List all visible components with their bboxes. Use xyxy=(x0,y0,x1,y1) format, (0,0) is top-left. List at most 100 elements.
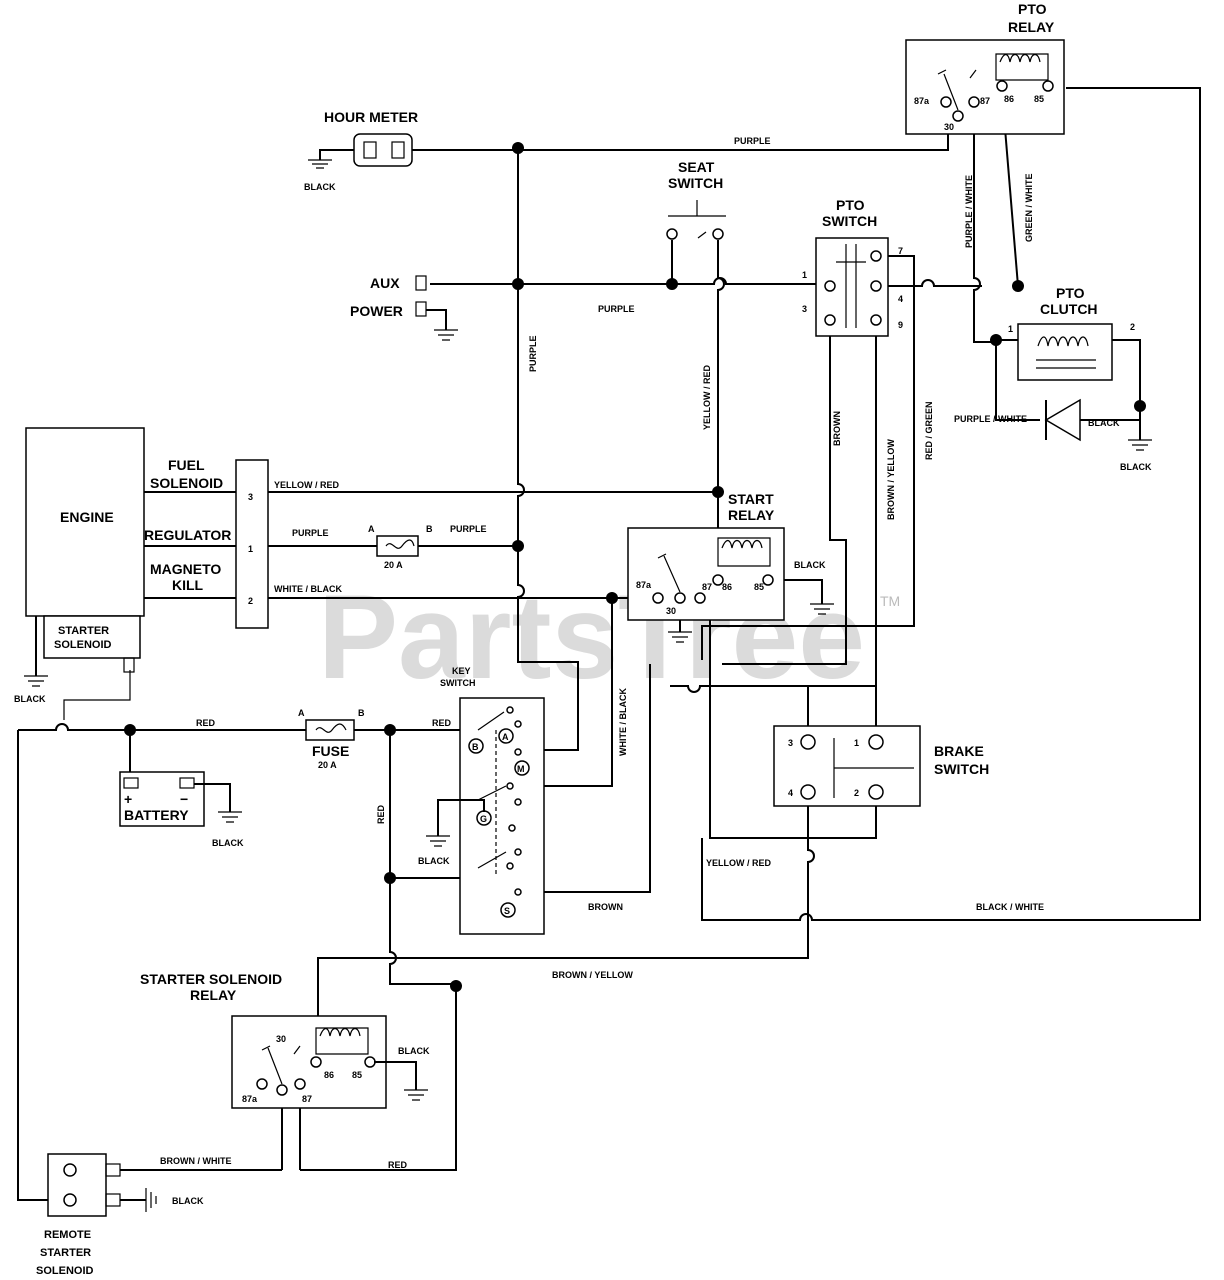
relay-pin-label: 85 xyxy=(754,582,764,592)
wire-label-purple-white: PURPLE / WHITE xyxy=(954,414,1027,424)
pto-switch-pin-label: 3 xyxy=(802,304,807,314)
ground-icon xyxy=(668,631,692,643)
ground-icon xyxy=(426,835,450,847)
pto-switch-label-2: SWITCH xyxy=(822,213,877,229)
fuel-solenoid-label-2: SOLENOID xyxy=(150,475,223,491)
relay-pin-label: 85 xyxy=(1034,94,1044,104)
fuse-terminal-label: B xyxy=(426,524,433,534)
relay-pin-label: 87a xyxy=(914,96,930,106)
brake-switch-label-1: BRAKE xyxy=(934,743,984,759)
pto-switch-pin-label: 4 xyxy=(898,294,903,304)
start-relay-body xyxy=(627,527,785,621)
start-relay-label-1: START xyxy=(728,491,774,507)
pto-switch-pin xyxy=(870,250,882,262)
magneto-kill-label-2: KILL xyxy=(172,577,204,593)
pto-clutch-label-1: PTO xyxy=(1056,285,1085,301)
fuse-terminal-label: A xyxy=(368,524,375,534)
seat-switch-contact xyxy=(666,228,678,240)
pto-clutch-label-2: CLUTCH xyxy=(1040,301,1098,317)
starter-solenoid-relay-label-1: STARTER SOLENOID xyxy=(140,971,282,987)
coil-icon xyxy=(999,53,1041,63)
fuse-terminal-label: B xyxy=(358,708,365,718)
pto-switch-pin xyxy=(824,280,836,292)
relay-pin xyxy=(310,1056,322,1068)
junction-dot xyxy=(606,592,618,604)
ground-icon xyxy=(1128,439,1152,451)
junction-dot xyxy=(990,334,1002,346)
engine-body xyxy=(25,427,145,617)
key-terminal-a xyxy=(498,728,514,744)
diode-icon xyxy=(1044,398,1081,442)
junction-dot xyxy=(512,278,524,290)
fuel-solenoid-label-1: FUEL xyxy=(168,457,205,473)
engine: ENGINE STARTER SOLENOID BLACK xyxy=(14,427,145,704)
battery-label: BATTERY xyxy=(124,807,189,823)
wire-label-black: BLACK xyxy=(1120,462,1152,472)
pto-switch-pin-label: 1 xyxy=(802,270,807,280)
junction-dot xyxy=(384,872,396,884)
ground-icon xyxy=(308,159,332,169)
wire-label-brown-yellow: BROWN / YELLOW xyxy=(552,970,633,980)
solenoid-terminal-tab xyxy=(105,1163,121,1177)
ground-icon xyxy=(434,329,458,341)
wire-label-brown: BROWN xyxy=(588,902,623,912)
wire-label-black: BLACK xyxy=(398,1046,430,1056)
relay-pin-label: 30 xyxy=(666,606,676,616)
relay-pin xyxy=(996,80,1008,92)
pto-clutch-pin-label: 2 xyxy=(1130,322,1135,332)
key-contact-dots xyxy=(506,706,522,896)
relay-pin-label: 30 xyxy=(944,122,954,132)
wire-label-black: BLACK xyxy=(14,694,46,704)
wire-label-black: BLACK xyxy=(1088,418,1120,428)
brake-switch-pin xyxy=(868,784,884,800)
relay-pin-label: 85 xyxy=(352,1070,362,1080)
hour-meter-label: HOUR METER xyxy=(324,109,418,125)
key-terminal-m xyxy=(514,760,530,776)
wire-label-purple: PURPLE xyxy=(734,136,771,146)
brake-switch-pin-label: 3 xyxy=(788,738,793,748)
wire-label-black-white: BLACK / WHITE xyxy=(976,902,1044,912)
wire-label-red: RED xyxy=(196,718,216,728)
wire-label-red-green-vertical: RED / GREEN xyxy=(924,401,934,460)
connector-pin-label: 1 xyxy=(248,544,253,554)
key-terminal-label: M xyxy=(517,764,525,774)
solenoid-terminal xyxy=(63,1193,77,1207)
relay-pin xyxy=(256,1078,268,1090)
ground-icon xyxy=(145,1188,157,1212)
coil-icon xyxy=(1036,336,1096,369)
starter-solenoid-body xyxy=(43,615,141,659)
battery-minus-icon: − xyxy=(180,791,188,807)
ground-icon xyxy=(810,603,834,615)
relay-coil xyxy=(995,53,1049,81)
relay-pin-label: 87a xyxy=(242,1094,258,1104)
wire-label-red: RED xyxy=(432,718,452,728)
relay-pin xyxy=(968,96,980,108)
starter-solenoid-relay: STARTER SOLENOID RELAY 87a 30 87 86 85 B… xyxy=(140,971,430,1109)
relay-pin xyxy=(694,592,706,604)
wire-label-purple: PURPLE xyxy=(292,528,329,538)
hour-meter-terminal xyxy=(391,141,405,159)
ground-icon xyxy=(218,811,242,823)
power-label: POWER xyxy=(350,303,403,319)
key-terminal-b xyxy=(468,738,484,754)
relay-pin-label: 30 xyxy=(276,1034,286,1044)
wire-label-brown-vertical: BROWN xyxy=(832,411,842,446)
key-switch-label-1: KEY xyxy=(452,666,471,676)
battery: + − BATTERY BLACK xyxy=(119,771,244,848)
key-terminal-label: S xyxy=(504,906,510,916)
seat-switch-contact xyxy=(712,228,724,240)
wire-label-purple-vertical: PURPLE xyxy=(528,335,538,372)
relay-pin xyxy=(674,592,686,604)
regulator-label: REGULATOR xyxy=(144,527,231,543)
fuse-terminal-label: A xyxy=(298,708,305,718)
remote-starter-solenoid-label-3: SOLENOID xyxy=(36,1265,94,1277)
power-terminal xyxy=(415,301,427,317)
wire-label-brown-white: BROWN / WHITE xyxy=(160,1156,232,1166)
pto-clutch-body xyxy=(1017,323,1113,381)
remote-starter-solenoid-label-1: REMOTE xyxy=(44,1229,91,1241)
engine-connector xyxy=(235,459,269,629)
junction-dot xyxy=(1012,280,1024,292)
remote-starter-solenoid: BLACK REMOTE STARTER SOLENOID xyxy=(36,1153,204,1277)
junction-dot xyxy=(384,724,396,736)
